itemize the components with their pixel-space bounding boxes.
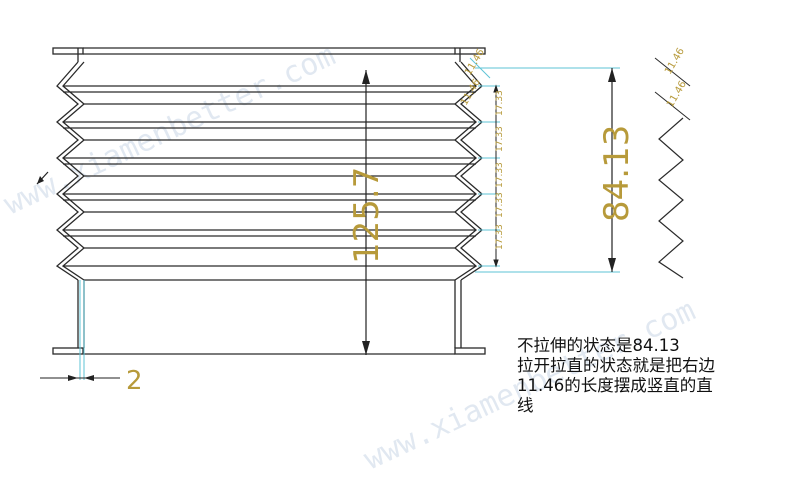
fold-vertical-label: 11.46: [463, 47, 487, 77]
pitch-label-3: 17.33: [495, 162, 505, 188]
pitch-label-1: 17.33: [495, 90, 505, 116]
wall-thickness-label: 2: [126, 366, 143, 396]
top-flange: [52, 47, 486, 62]
dimension-lines: [40, 67, 620, 380]
left-arrow-icon: [36, 171, 49, 185]
note-line-4: 线: [517, 396, 534, 415]
pitch-label-4: 17.33: [495, 192, 505, 218]
bottom-section: [52, 280, 486, 355]
note-line-1: 不拉伸的状态是84.13: [517, 336, 680, 355]
side-fold-label-1: 11.46: [663, 46, 687, 76]
note-line-3: 11.46的长度摆成竖直的直: [517, 376, 713, 395]
pitch-label-2: 17.33: [495, 126, 505, 152]
side-fold-label-2: 11.46: [665, 79, 689, 109]
compressed-height-dimension: 84.13: [597, 68, 637, 272]
pitch-label-5: 17.33: [495, 224, 505, 250]
explanation-note: 不拉伸的状态是84.13 拉开拉直的状态就是把右边 11.46的长度摆成竖直的直…: [517, 336, 787, 416]
total-height-label: 125.7: [347, 167, 387, 264]
total-height-dimension: 125.7: [347, 70, 387, 355]
side-fold-profile: 11.46 11.46: [654, 46, 691, 279]
compressed-height-label: 84.13: [597, 125, 637, 222]
wall-thickness-dimension: 2: [68, 366, 143, 396]
note-line-2: 拉开拉直的状态就是把右边: [517, 356, 715, 375]
bellows-folds: [55, 61, 484, 281]
pitch-dimensions: 17.33 17.33 17.33 17.33 17.33: [493, 84, 505, 268]
